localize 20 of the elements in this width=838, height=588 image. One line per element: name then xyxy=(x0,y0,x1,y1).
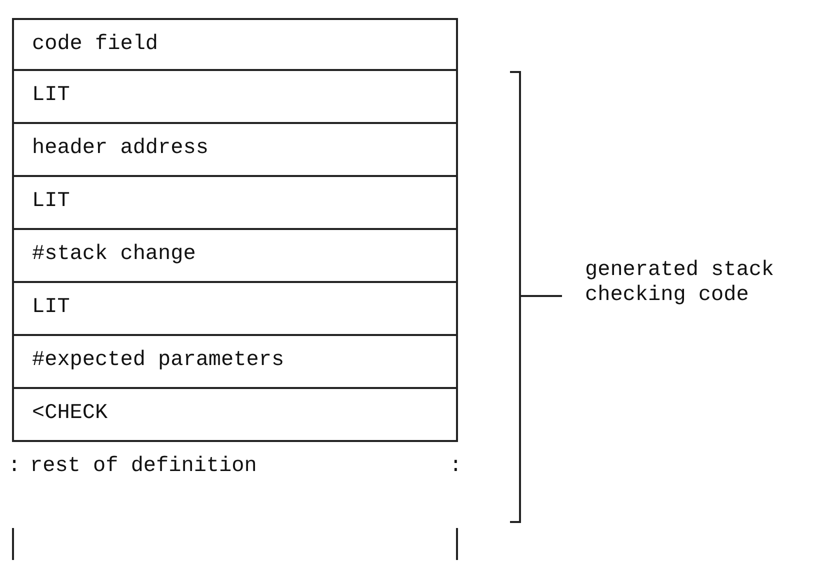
annotation-text: generated stack checking code xyxy=(585,258,776,308)
memory-cell xyxy=(12,18,458,71)
memory-cell xyxy=(12,177,458,230)
memory-cell xyxy=(12,336,458,389)
cell-text: #stack change xyxy=(32,243,196,266)
memory-cell xyxy=(12,124,458,177)
continuation-mark: : xyxy=(8,455,21,478)
cell-text: LIT xyxy=(32,84,70,107)
memory-cell xyxy=(12,230,458,283)
cell-text: #expected parameters xyxy=(32,349,284,372)
cell-text: header address xyxy=(32,137,208,160)
cell-text: LIT xyxy=(32,296,70,319)
cell-text: <CHECK xyxy=(32,402,108,425)
cell-text: code field xyxy=(32,33,158,56)
cell-text: LIT xyxy=(32,190,70,213)
memory-cell xyxy=(12,283,458,336)
memory-cell xyxy=(12,389,458,442)
memory-cell xyxy=(12,71,458,124)
continuation-mark: : xyxy=(449,455,462,478)
cell-text: rest of definition xyxy=(30,455,257,478)
